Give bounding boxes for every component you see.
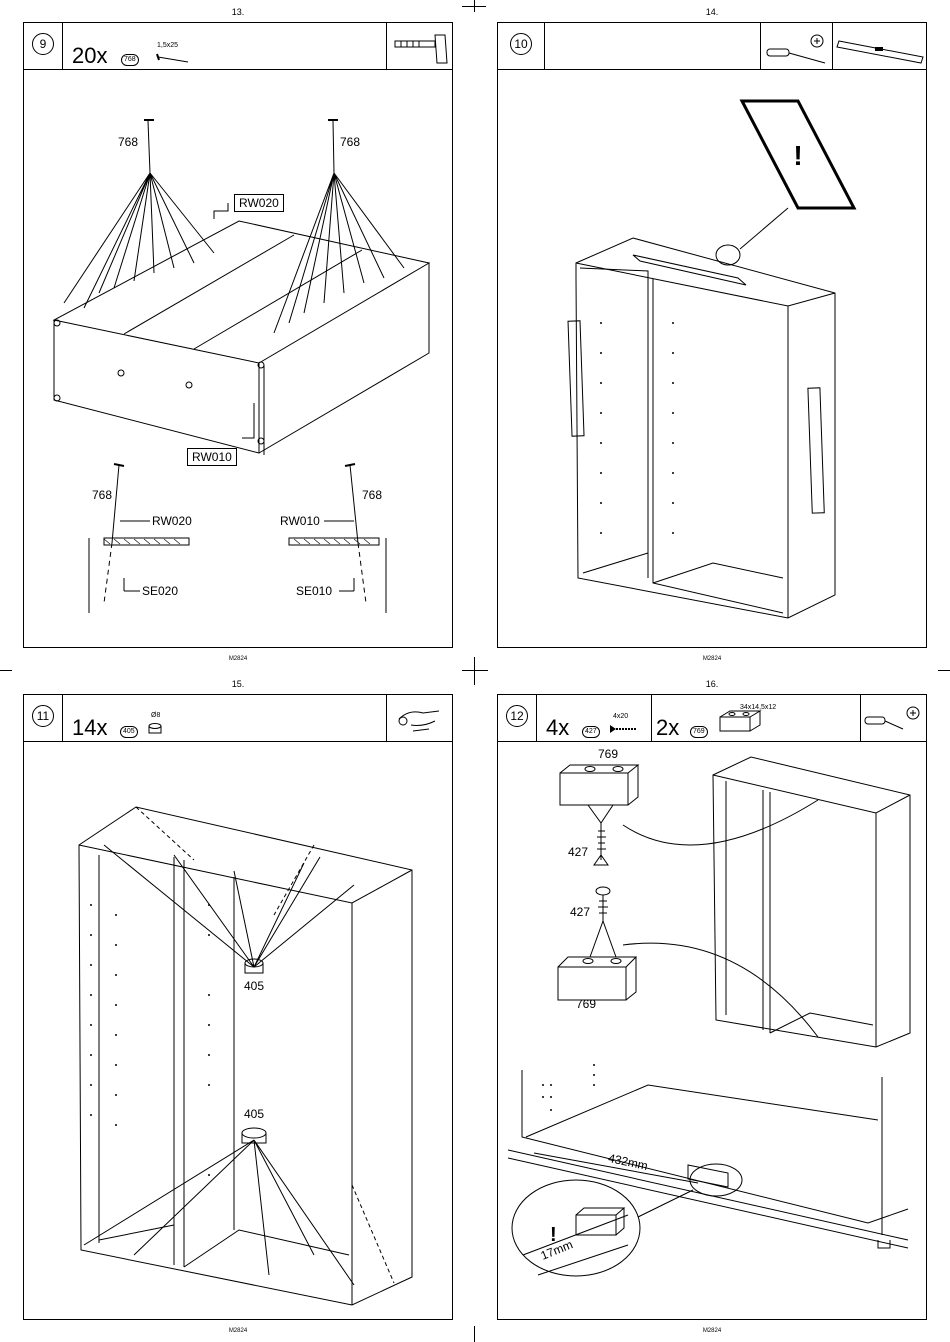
part-label: 405 xyxy=(244,1107,264,1121)
drawer-assembly-drawing xyxy=(24,23,454,649)
part-label: 768 xyxy=(340,135,360,149)
shelf-pin-drawing xyxy=(24,695,454,1321)
crop-mark xyxy=(0,670,12,671)
part-label: RW020 xyxy=(152,514,192,528)
part-label: 769 xyxy=(598,747,618,761)
part-label: RW010 xyxy=(280,514,320,528)
step-panel-12: 12 4x 427 4x20 2x 769 34x14,5x12 xyxy=(497,694,927,1320)
step-panel-9: 9 20x 768 1,5x25 xyxy=(23,22,453,648)
part-label: RW010 xyxy=(187,448,237,466)
connector-block-drawing: ! xyxy=(498,695,928,1321)
part-label: SE010 xyxy=(296,584,332,598)
part-label: 427 xyxy=(568,845,588,859)
part-label: 769 xyxy=(576,997,596,1011)
step-panel-11: 11 14x 405 Ø8 xyxy=(23,694,453,1320)
model-code: M2824 xyxy=(682,1328,742,1334)
model-code: M2824 xyxy=(208,1328,268,1334)
crop-mark xyxy=(938,670,950,671)
step-panel-10: 10 xyxy=(497,22,927,648)
svg-text:!: ! xyxy=(793,140,802,171)
model-code: M2824 xyxy=(208,656,268,662)
crop-mark xyxy=(474,657,475,685)
page-number: 14. xyxy=(682,7,742,17)
crop-mark xyxy=(462,6,486,7)
part-label: RW020 xyxy=(234,194,284,212)
crop-mark xyxy=(474,1326,475,1342)
model-code: M2824 xyxy=(682,656,742,662)
part-label: 427 xyxy=(570,905,590,919)
wardrobe-level-drawing: ! xyxy=(498,23,928,649)
crop-mark xyxy=(462,670,488,671)
part-label: SE020 xyxy=(142,584,178,598)
page-number: 13. xyxy=(208,7,268,17)
part-label: 405 xyxy=(244,979,264,993)
part-label: 768 xyxy=(92,488,112,502)
part-label: 768 xyxy=(362,488,382,502)
page-number: 16. xyxy=(682,679,742,689)
page-number: 15. xyxy=(208,679,268,689)
part-label: 768 xyxy=(118,135,138,149)
